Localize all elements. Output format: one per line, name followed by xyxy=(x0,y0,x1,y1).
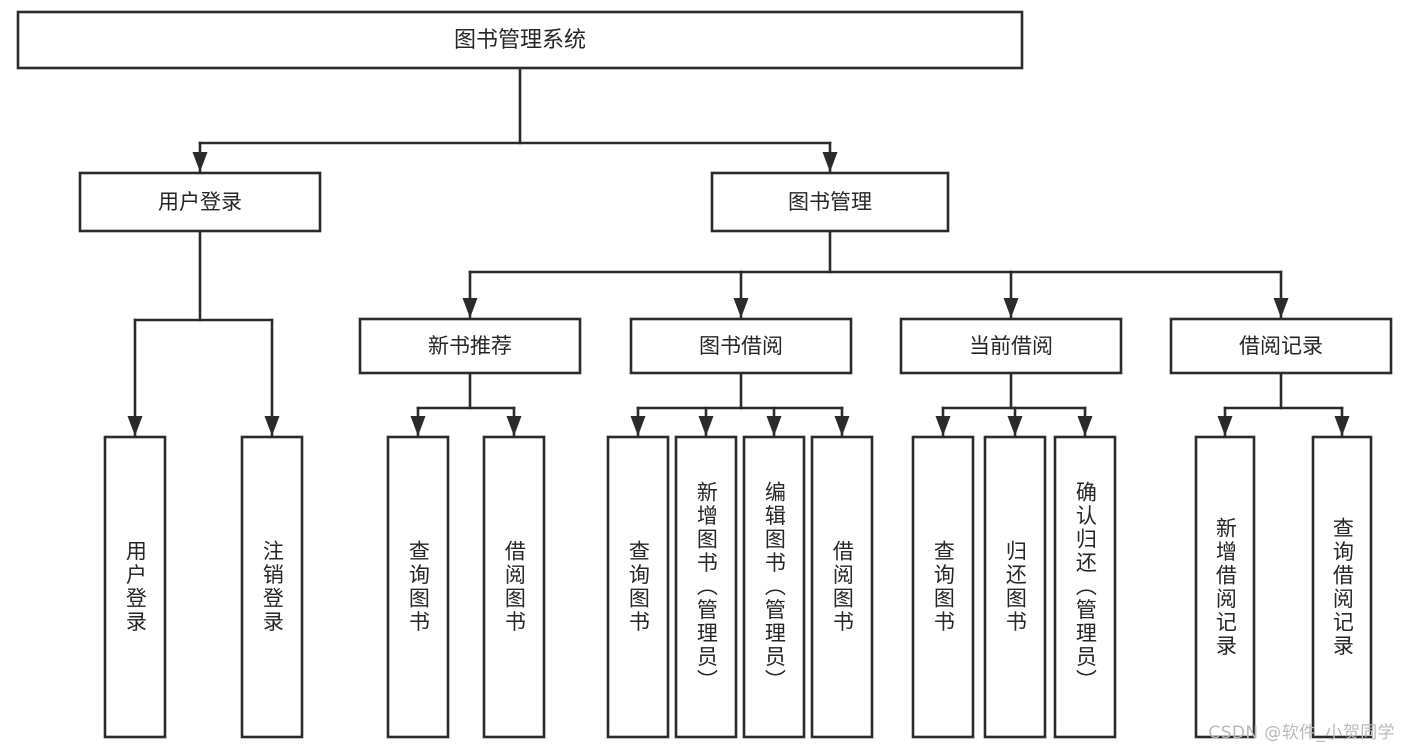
node-box-leaf-edit-book[interactable] xyxy=(742,435,806,739)
arrow-head-icon xyxy=(630,416,646,436)
arrow-head-icon xyxy=(506,416,522,436)
node-box-leaf-return-book[interactable] xyxy=(983,435,1047,739)
node-box-leaf-query-book-recommend[interactable] xyxy=(386,435,450,739)
node-box-leaf-logout[interactable] xyxy=(240,435,304,739)
node-box-layer xyxy=(16,10,1393,739)
node-label-current-borrow: 当前借阅 xyxy=(969,334,1053,358)
node-box-leaf-add-book[interactable] xyxy=(674,435,738,739)
arrow-head-icon xyxy=(264,416,280,436)
node-box-current-borrow[interactable] xyxy=(899,317,1123,375)
node-box-book-borrow[interactable] xyxy=(629,317,853,375)
node-label-root: 图书管理系统 xyxy=(454,28,586,53)
arrow-head-icon xyxy=(766,416,782,436)
node-box-leaf-user-login[interactable] xyxy=(103,435,167,739)
node-box-leaf-borrow-book-recommend[interactable] xyxy=(482,435,546,739)
node-box-leaf-borrow-book[interactable] xyxy=(810,435,874,739)
arrow-head-icon xyxy=(822,152,838,172)
node-label-new-book-recommend: 新书推荐 xyxy=(428,334,512,358)
arrow-head-icon xyxy=(698,416,714,436)
arrow-head-icon xyxy=(1003,298,1019,318)
node-label-borrow-record: 借阅记录 xyxy=(1239,334,1323,358)
connector-layer xyxy=(127,66,1350,438)
node-box-root[interactable] xyxy=(16,10,1024,70)
arrow-head-icon xyxy=(1217,416,1233,436)
arrow-head-icon xyxy=(462,298,478,318)
node-box-borrow-record[interactable] xyxy=(1169,317,1393,375)
arrow-head-icon xyxy=(1007,416,1023,436)
arrow-head-icon xyxy=(1077,416,1093,436)
node-box-book-management[interactable] xyxy=(710,171,950,233)
arrow-head-icon xyxy=(834,416,850,436)
node-label-book-borrow: 图书借阅 xyxy=(699,334,783,358)
arrow-head-icon xyxy=(1334,416,1350,436)
arrow-head-icon xyxy=(192,152,208,172)
node-label-user-login: 用户登录 xyxy=(158,190,242,214)
arrow-head-icon xyxy=(1273,298,1289,318)
node-box-leaf-query-book-current[interactable] xyxy=(911,435,975,739)
node-box-leaf-add-borrow-record[interactable] xyxy=(1194,435,1256,739)
arrow-head-icon xyxy=(127,416,143,436)
node-label-book-management: 图书管理 xyxy=(788,190,872,214)
node-box-user-login[interactable] xyxy=(78,171,322,233)
node-box-leaf-query-borrow-record[interactable] xyxy=(1311,435,1373,739)
watermark: CSDN @软件_小贺同学 xyxy=(1208,723,1395,743)
arrow-head-icon xyxy=(935,416,951,436)
node-box-leaf-confirm-return[interactable] xyxy=(1053,435,1117,739)
arrow-head-icon xyxy=(733,298,749,318)
node-box-leaf-query-book-borrow[interactable] xyxy=(606,435,670,739)
node-box-new-book-recommend[interactable] xyxy=(358,317,582,375)
arrow-head-icon xyxy=(410,416,426,436)
